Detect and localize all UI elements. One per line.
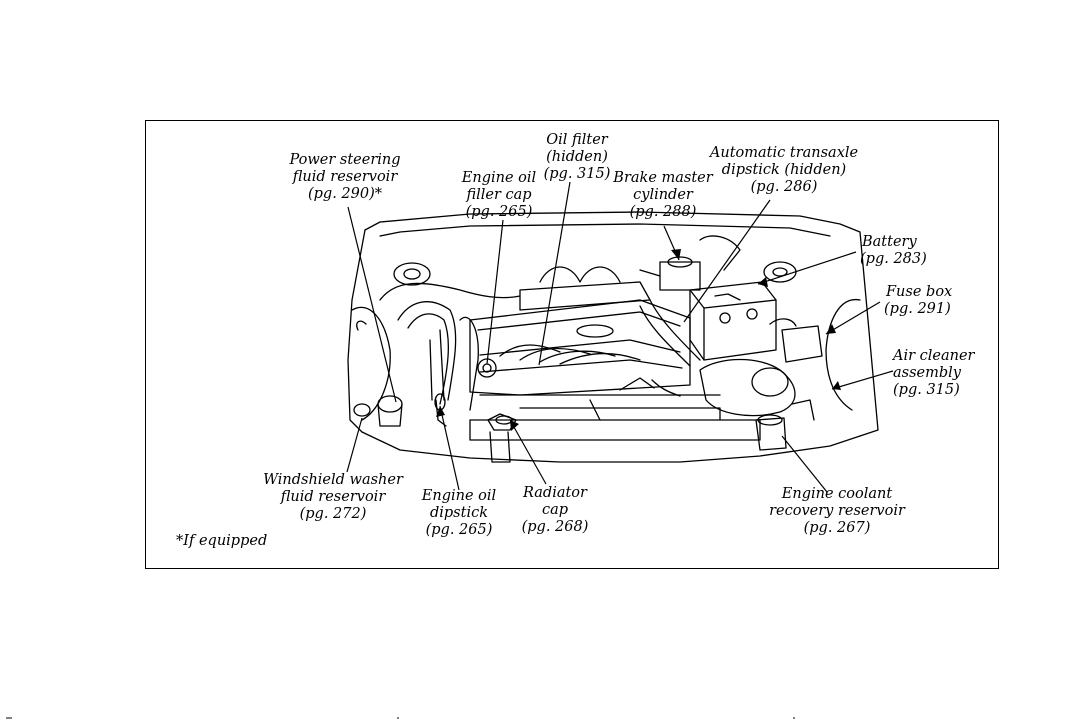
label-brake-master-cylinder: Brake master cylinder (pg. 288) bbox=[613, 170, 713, 220]
label-engine-coolant-reservoir: Engine coolant recovery reservoir (pg. 2… bbox=[769, 486, 905, 536]
label-battery: Battery (pg. 283) bbox=[860, 234, 927, 267]
label-power-steering-reservoir: Power steering fluid reservoir (pg. 290)… bbox=[289, 152, 401, 202]
footnote: *If equipped bbox=[176, 533, 268, 549]
label-oil-filter: Oil filter (hidden) (pg. 315) bbox=[543, 132, 611, 182]
label-windshield-washer-reservoir: Windshield washer fluid reservoir (pg. 2… bbox=[263, 472, 403, 522]
label-air-cleaner-assembly: Air cleaner assembly (pg. 315) bbox=[893, 348, 975, 398]
label-automatic-transaxle-dipstick: Automatic transaxle dipstick (hidden) (p… bbox=[709, 145, 859, 195]
figure-frame bbox=[145, 120, 999, 569]
label-fuse-box: Fuse box (pg. 291) bbox=[884, 284, 953, 317]
label-engine-oil-dipstick: Engine oil dipstick (pg. 265) bbox=[421, 488, 497, 538]
label-radiator-cap: Radiator cap (pg. 268) bbox=[521, 485, 589, 535]
label-engine-oil-filler-cap: Engine oil filler cap (pg. 265) bbox=[461, 170, 537, 220]
